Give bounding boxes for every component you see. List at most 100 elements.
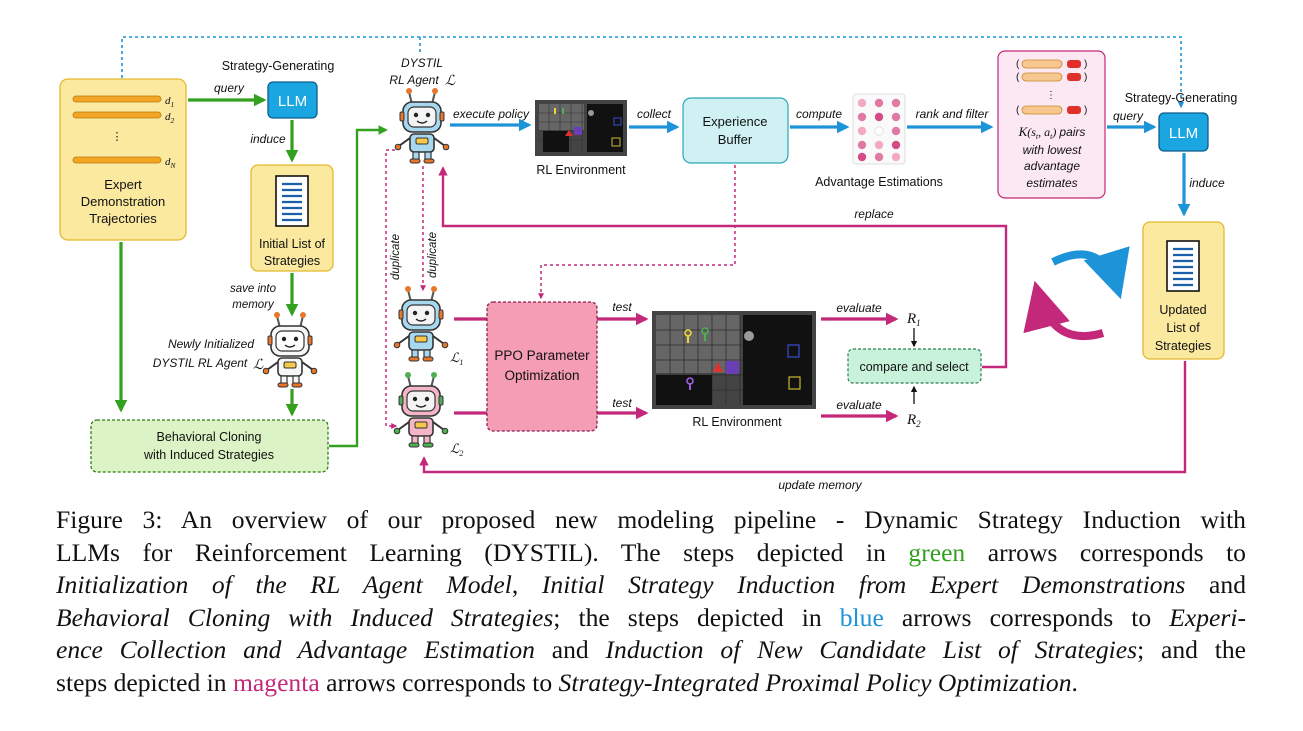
caption-line-2: LLMs for Reinforcement Learning (DYSTIL)… (56, 537, 1246, 567)
label-execute-policy: execute policy (453, 107, 530, 121)
label-save-into: save into (230, 283, 277, 295)
svg-text:(: ( (1016, 105, 1020, 116)
new-agent-line-2: DYSTIL RL Agent (153, 356, 248, 370)
cycle-arrow-blue-icon (1051, 246, 1130, 300)
svg-text:): ) (1084, 105, 1087, 116)
advantage-label: Advantage Estimations (815, 175, 943, 189)
k-pairs-box: ( ) ( ) ⋮ ( ) K(st, at)pairs with lowest… (997, 50, 1106, 199)
label-evaluate-bottom: evaluate (836, 398, 882, 412)
arrow-replace (438, 166, 1008, 369)
new-agent-symbol: ℒ (253, 358, 264, 373)
label-update-memory: update memory (778, 478, 862, 492)
d1-label: d (165, 95, 171, 107)
label-test-bottom: test (612, 396, 632, 410)
caption-blue-word: blue (839, 602, 884, 632)
initial-strategies-box: Initial List of Strategies (250, 164, 334, 272)
rl-env-top-label: RL Environment (536, 163, 626, 177)
label-collect: collect (637, 107, 672, 121)
llm-left-box: LLM (267, 81, 318, 119)
figure-caption: Figure 3: An overview of our proposed ne… (56, 504, 1246, 699)
l1-label: ℒ1 (450, 350, 463, 367)
expert-dots: ⋮ (112, 131, 123, 143)
r2-label: R2 (906, 412, 921, 429)
dystil-symbol: ℒ (445, 74, 456, 89)
d2-label: d (165, 111, 171, 123)
new-agent-robot-icon (262, 311, 318, 388)
behavioral-cloning-box: Behavioral Cloning with Induced Strategi… (90, 419, 329, 473)
svg-text:): ) (1084, 72, 1087, 83)
label-duplicate-b: duplicate (427, 232, 439, 278)
dn-label: d (165, 156, 171, 168)
new-agent-line-1: Newly Initialized (168, 337, 254, 351)
pairs-dots: ⋮ (1046, 90, 1056, 101)
agent-l2-robot-icon (393, 371, 449, 448)
label-induce-left: induce (250, 132, 286, 146)
expert-line-1: Expert (104, 177, 142, 192)
kpairs-line-2: with lowest (1023, 143, 1082, 157)
updated-line-1: Updated (1159, 303, 1206, 317)
svg-text:(: ( (1016, 72, 1020, 83)
expert-line-3: Trajectories (89, 211, 157, 226)
expert-line-2: Demonstration (81, 194, 166, 209)
compare-select-box: compare and select (847, 348, 982, 384)
arrow-buffer-to-ppo (538, 165, 736, 300)
bc-line-2: with Induced Strategies (143, 448, 274, 462)
arrow-duplicate-l2 (385, 149, 398, 429)
kpairs-line-4: estimates (1026, 176, 1077, 190)
updated-line-2: List of (1166, 321, 1200, 335)
label-replace: replace (854, 207, 894, 221)
arrow-bc-to-agent (329, 125, 388, 448)
dystil-line-2: RL Agent (389, 73, 439, 87)
label-test-top: test (612, 300, 632, 314)
updated-line-3: Strategies (1155, 339, 1211, 353)
rl-env-bottom-label: RL Environment (692, 415, 782, 429)
pipeline-diagram: d1 d2 dN ⋮ Expert Demonstration Trajecto… (59, 36, 1238, 492)
llm-right-box: LLM (1158, 112, 1209, 152)
label-duplicate-a: duplicate (390, 234, 402, 280)
llm-right-label: LLM (1169, 125, 1198, 142)
svg-text:d1: d1 (165, 95, 174, 109)
ppo-line-2: Optimization (504, 368, 579, 383)
llm-left-label: LLM (278, 93, 307, 110)
label-compute: compute (796, 107, 842, 121)
rl-environment-top (535, 100, 627, 156)
document-icon (274, 174, 310, 228)
r1-label: R1 (906, 311, 921, 328)
llm-left-title: Strategy-Generating (222, 59, 335, 73)
label-query-left: query (214, 81, 245, 95)
label-evaluate-top: evaluate (836, 301, 882, 315)
svg-text:K(st, at)pairs: K(st, at)pairs (1018, 124, 1086, 141)
llm-right-title: Strategy-Generating (1125, 91, 1238, 105)
label-memory: memory (232, 299, 275, 311)
pair-bracket-1: ( (1016, 59, 1020, 70)
caption-line-6: steps depicted in magenta arrows corresp… (56, 667, 1078, 697)
updated-document-icon (1165, 239, 1201, 293)
experience-buffer-box: Experience Buffer (682, 97, 789, 164)
bc-line-1: Behavioral Cloning (157, 430, 262, 444)
initial-list-line-1: Initial List of (259, 237, 326, 251)
kpairs-line-3: advantage (1024, 159, 1080, 173)
updated-strategies-box: Updated List of Strategies (1142, 221, 1225, 360)
caption-line-4: Behavioral Cloning with Induced Strategi… (56, 602, 1247, 632)
caption-line-3: Initialization of the RL Agent Model, In… (56, 570, 1247, 599)
l2-label: ℒ2 (450, 441, 463, 458)
advantage-grid (852, 93, 906, 165)
caption-line-5: ence Collection and Advantage Estimation… (56, 635, 1246, 664)
svg-text:dN: dN (165, 156, 177, 170)
expert-demonstration-box: d1 d2 dN ⋮ Expert Demonstration Trajecto… (59, 78, 187, 241)
dystil-line-1: DYSTIL (401, 56, 443, 70)
agent-l1-robot-icon (393, 285, 449, 362)
initial-list-line-2: Strategies (264, 254, 320, 268)
label-rank-and-filter: rank and filter (916, 107, 990, 121)
arrow-update-memory (419, 361, 1187, 474)
dystil-agent-robot-icon (394, 87, 450, 164)
top-dotted-feedback-line (121, 36, 1185, 109)
buffer-line-2: Buffer (718, 132, 753, 147)
caption-magenta-word: magenta (233, 667, 320, 697)
label-induce-right: induce (1189, 176, 1225, 190)
caption-green-word: green (908, 537, 966, 567)
ppo-box: PPO Parameter Optimization (486, 301, 598, 432)
rl-environment-bottom (652, 311, 816, 409)
cycle-arrow-magenta-icon (1023, 280, 1105, 341)
buffer-line-1: Experience (702, 114, 767, 129)
